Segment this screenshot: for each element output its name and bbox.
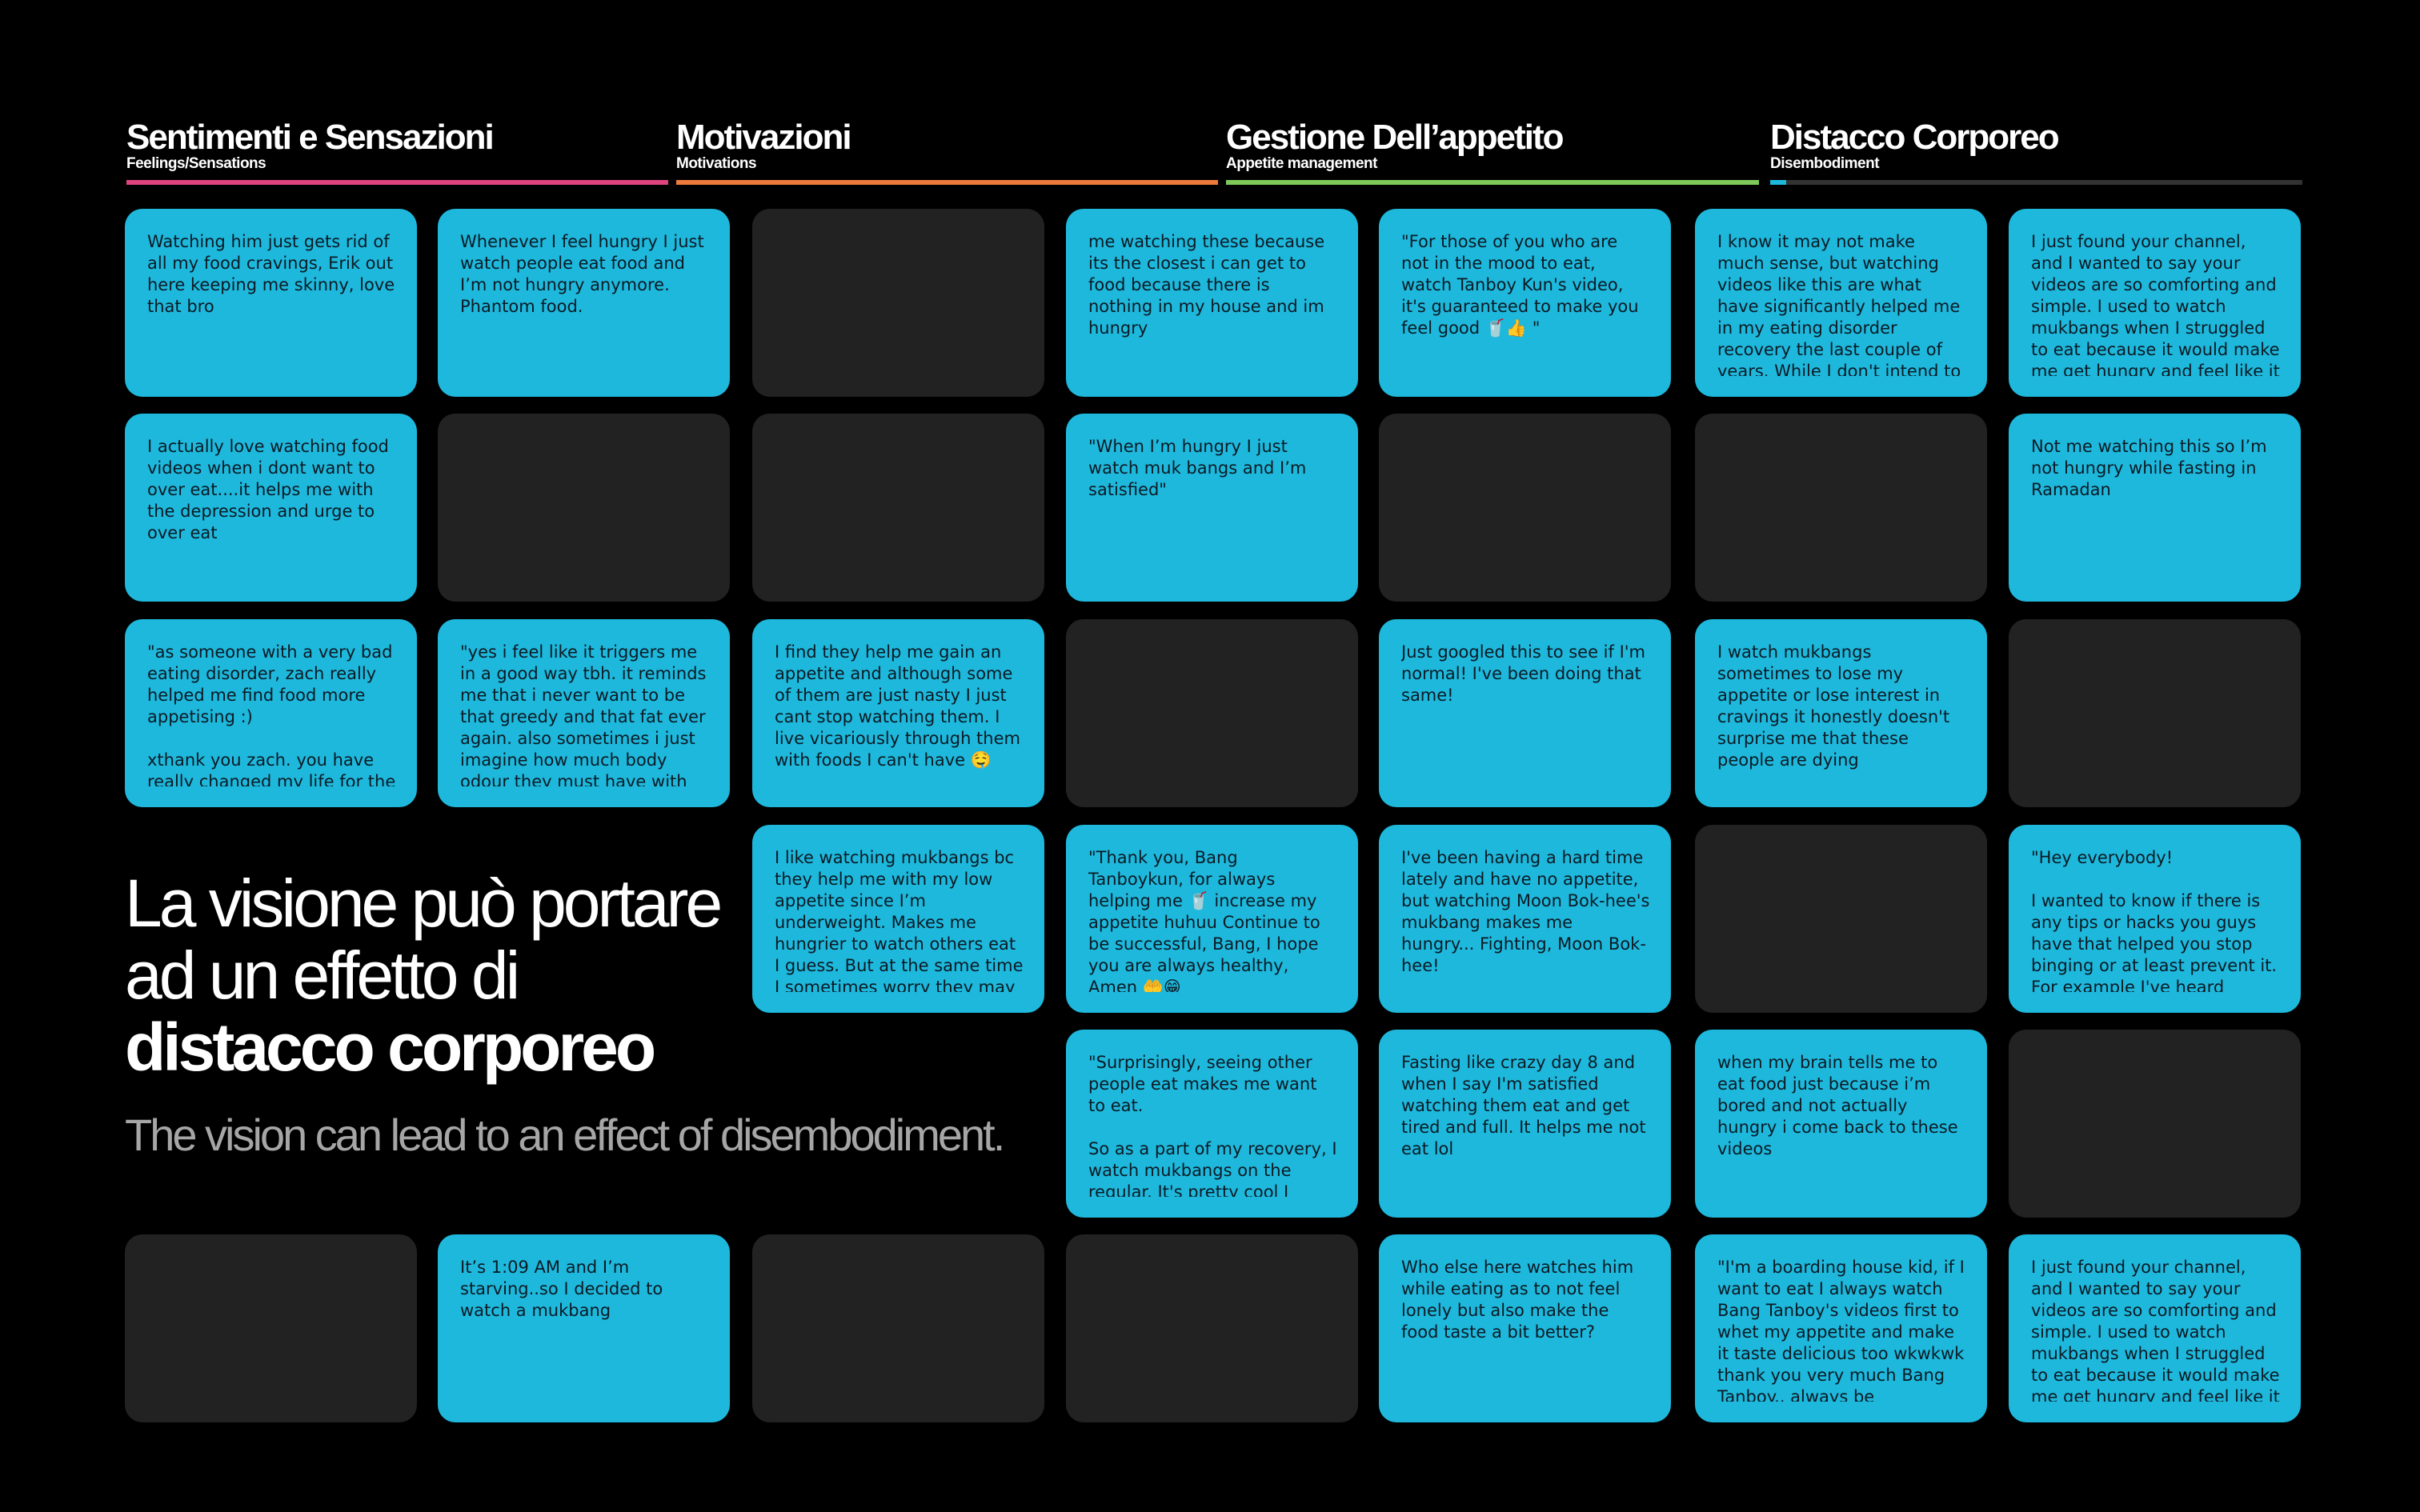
headline-line: La visione può portare [125,866,723,941]
comment-card[interactable]: "Hey everybody! I wanted to know if ther… [2009,825,2301,1013]
category-appetite: Gestione Dell’appetito Appetite manageme… [1226,115,1565,173]
comment-text: Who else here watches him while eating a… [1401,1258,1639,1342]
empty-card [752,209,1044,397]
category-bar-appetite [1226,180,1759,185]
comment-card[interactable]: Whenever I feel hungry I just watch peop… [438,209,730,397]
comment-text: I like watching mukbangs bc they help me… [775,848,1024,992]
empty-card [1066,1234,1358,1422]
comment-text: It’s 1:09 AM and I’m starving..so I deci… [460,1258,668,1320]
category-title: Gestione Dell’appetito [1226,118,1565,157]
comment-text: I find they help me gain an appetite and… [775,642,1020,770]
comment-text: "Surprisingly, seeing other people eat m… [1088,1053,1337,1197]
comment-card[interactable]: Not me watching this so I’m not hungry w… [2009,414,2301,602]
category-motivations: Motivazioni Motivations [676,115,852,173]
headline-emphasis: distacco corporeo [125,1010,656,1085]
comment-card[interactable]: It’s 1:09 AM and I’m starving..so I deci… [438,1234,730,1422]
empty-card [1695,825,1987,1013]
comment-text: Whenever I feel hungry I just watch peop… [460,232,709,316]
comment-card[interactable]: "I'm a boarding house kid, if I want to … [1695,1234,1987,1422]
category-disembodiment: Distacco Corporeo Disembodiment [1770,115,2060,173]
category-subtitle: Feelings/Sensations [126,155,266,172]
comment-card[interactable]: I just found your channel, and I wanted … [2009,1234,2301,1422]
comment-text: "yes i feel like it triggers me in a goo… [460,642,707,786]
comment-text: I just found your channel, and I wanted … [2031,232,2280,376]
category-title: Distacco Corporeo [1770,118,2060,157]
empty-card [1695,414,1987,602]
comment-text: I actually love watching food videos whe… [147,437,395,542]
empty-card [125,1234,417,1422]
comment-text: when my brain tells me to eat food just … [1717,1053,1964,1158]
comment-text: I know it may not make much sense, but w… [1717,232,1961,376]
headline-line: ad un effetto di [125,938,520,1013]
comment-card[interactable]: Who else here watches him while eating a… [1379,1234,1671,1422]
category-bar-feelings [126,180,668,185]
empty-card [2009,1030,2301,1218]
comment-card[interactable]: "For those of you who are not in the moo… [1379,209,1671,397]
comment-text: I watch mukbangs sometimes to lose my ap… [1717,642,1955,770]
category-subtitle: Disembodiment [1770,155,1880,172]
empty-card [438,414,730,602]
comment-card[interactable]: I like watching mukbangs bc they help me… [752,825,1044,1013]
comment-card[interactable]: I find they help me gain an appetite and… [752,619,1044,807]
comment-text: "as someone with a very bad eating disor… [147,642,396,786]
comment-text: "Thank you, Bang Tanboykun, for always h… [1088,848,1326,992]
category-title: Motivazioni [676,118,852,157]
headline-translation: The vision can lead to an effect of dise… [125,1110,1005,1160]
empty-card [752,414,1044,602]
empty-card [1379,414,1671,602]
comment-card[interactable]: "When I’m hungry I just watch muk bangs … [1066,414,1358,602]
category-title: Sentimenti e Sensazioni [126,118,495,157]
comment-text: "Hey everybody! I wanted to know if ther… [2031,848,2278,992]
comment-text: "When I’m hungry I just watch muk bangs … [1088,437,1312,499]
comment-card[interactable]: "Thank you, Bang Tanboykun, for always h… [1066,825,1358,1013]
comment-text: Watching him just gets rid of all my foo… [147,232,395,316]
comment-text: "For those of you who are not in the moo… [1401,232,1645,338]
category-bar-disembodiment [1770,180,1786,185]
comment-card[interactable]: "yes i feel like it triggers me in a goo… [438,619,730,807]
empty-card [2009,619,2301,807]
comment-card[interactable]: Fasting like crazy day 8 and when I say … [1379,1030,1671,1218]
category-bar-motivations [676,180,1218,185]
comment-card[interactable]: "Surprisingly, seeing other people eat m… [1066,1030,1358,1218]
category-feelings: Sentimenti e Sensazioni Feelings/Sensati… [126,115,495,173]
empty-card [1066,619,1358,807]
comment-card[interactable]: "as someone with a very bad eating disor… [125,619,417,807]
comment-card[interactable]: me watching these because its the closes… [1066,209,1358,397]
comment-text: I just found your channel, and I wanted … [2031,1258,2280,1402]
comment-text: "I'm a boarding house kid, if I want to … [1717,1258,1965,1402]
comment-card[interactable]: I've been having a hard time lately and … [1379,825,1671,1013]
comment-card[interactable]: I watch mukbangs sometimes to lose my ap… [1695,619,1987,807]
headline: La visione può portare ad un effetto di … [125,866,723,1085]
comment-card[interactable]: when my brain tells me to eat food just … [1695,1030,1987,1218]
comment-text: Just googled this to see if I'm normal! … [1401,642,1646,705]
comment-text: Not me watching this so I’m not hungry w… [2031,437,2273,499]
empty-card [752,1234,1044,1422]
comment-text: Fasting like crazy day 8 and when I say … [1401,1053,1646,1158]
category-subtitle: Appetite management [1226,155,1377,172]
comment-card[interactable]: I just found your channel, and I wanted … [2009,209,2301,397]
comment-card[interactable]: Watching him just gets rid of all my foo… [125,209,417,397]
comment-card[interactable]: I know it may not make much sense, but w… [1695,209,1987,397]
category-bar-track [1786,180,2302,185]
comment-text: I've been having a hard time lately and … [1401,848,1650,975]
comment-card[interactable]: Just googled this to see if I'm normal! … [1379,619,1671,807]
category-subtitle: Motivations [676,155,757,172]
comment-text: me watching these because its the closes… [1088,232,1330,338]
comment-card[interactable]: I actually love watching food videos whe… [125,414,417,602]
